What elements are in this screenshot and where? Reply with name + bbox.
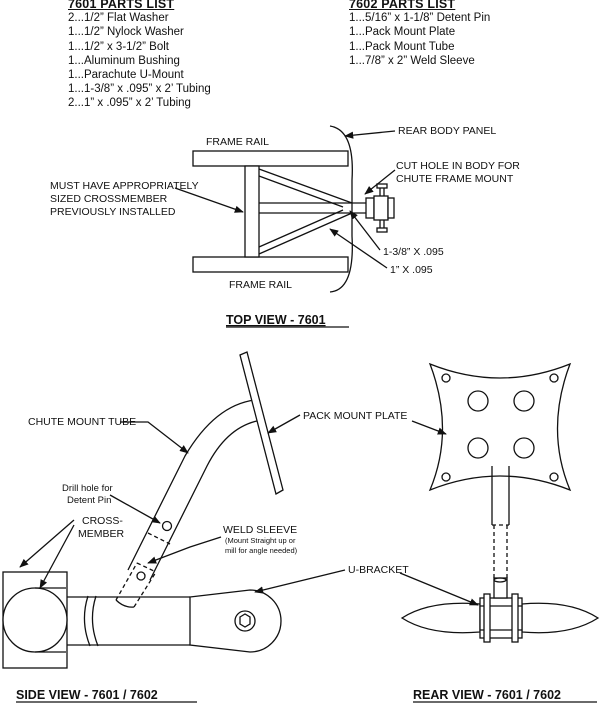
- tube-large-label: 1-3/8” X .095: [383, 246, 444, 258]
- rear-u-bracket-left: [400, 602, 481, 634]
- u-mount-top: [365, 197, 375, 219]
- parts-list-7601: 7601 PARTS LIST 2...1/2” Flat Washer 1..…: [68, 0, 211, 111]
- rear-body-panel-label: REAR BODY PANEL: [398, 125, 496, 137]
- parts-list-item: 1...1-3/8” x .095” x 2’ Tubing: [68, 83, 211, 96]
- brace-tube-top: [258, 168, 353, 204]
- top-view: [174, 125, 396, 293]
- frame-rail-bottom-label: FRAME RAIL: [229, 279, 292, 291]
- side-view-title: SIDE VIEW - 7601 / 7602: [16, 688, 158, 702]
- parts-list-item: 1...Parachute U-Mount: [68, 69, 184, 82]
- crossmember-note-line2: SIZED CROSSMEMBER: [50, 193, 168, 205]
- crossmember-label-line2: MEMBER: [78, 528, 125, 540]
- parts-list-7601-heading: 7601 PARTS LIST: [68, 0, 175, 11]
- parts-list-item: 2...1/2” Flat Washer: [68, 12, 169, 25]
- weld-sleeve-note-line1: (Mount Straight up or: [225, 536, 296, 545]
- parts-list-item: 1...1/2” Nylock Washer: [68, 26, 184, 39]
- parts-list-7602: 7602 PARTS LIST 1...5/16” x 1-1/8” Deten…: [349, 0, 490, 68]
- u-bracket-label: U-BRACKET: [348, 564, 409, 576]
- parts-list-item: 1...5/16” x 1-1/8” Detent Pin: [349, 12, 491, 25]
- parts-list-item: 1...7/8” x 2” Weld Sleeve: [349, 54, 475, 67]
- parts-list-item: 2...1” x .095” x 2’ Tubing: [68, 97, 191, 110]
- chute-mount-tube-label: CHUTE MOUNT TUBE: [28, 416, 136, 428]
- rear-pack-mount-plate: [428, 362, 572, 492]
- tube-small-label: 1” X .095: [390, 264, 433, 276]
- parts-list-7602-heading: 7602 PARTS LIST: [349, 0, 456, 11]
- parts-list-item: 1...Pack Mount Tube: [349, 40, 455, 53]
- rear-body-panel: [329, 125, 353, 293]
- crossmember-note-line1: MUST HAVE APPROPRIATELY: [50, 180, 199, 192]
- frame-rail-bottom: [192, 256, 349, 273]
- frame-rail-top: [192, 150, 349, 167]
- crossmember-top: [244, 165, 260, 258]
- crossmember-label-line1: CROSS-: [82, 515, 123, 527]
- crossmember-note-line3: PREVIOUSLY INSTALLED: [50, 206, 176, 218]
- weld-sleeve: [115, 562, 138, 601]
- drill-hole-label-line1: Drill hole for: [62, 483, 113, 494]
- parts-list-item: 1...1/2” x 3-1/2” Bolt: [68, 40, 169, 53]
- side-view: [2, 351, 346, 669]
- pack-mount-plate: [239, 351, 284, 495]
- drill-hole-label-line2: Detent Pin: [67, 495, 111, 506]
- cut-hole-label-line1: CUT HOLE IN BODY FOR: [396, 160, 520, 172]
- parts-list-item: 1...Pack Mount Plate: [349, 26, 456, 39]
- weld-sleeve-note-line2: mill for angle needed): [225, 546, 298, 555]
- crossmember-round: [2, 587, 68, 653]
- pack-mount-plate-label: PACK MOUNT PLATE: [303, 410, 407, 422]
- weld-sleeve-label: WELD SLEEVE: [223, 524, 297, 536]
- top-view-title: TOP VIEW - 7601: [226, 313, 326, 327]
- chute-mount-tube: [127, 399, 256, 571]
- rear-view: [399, 362, 600, 643]
- brace-tube-bottom: [258, 212, 353, 255]
- rear-u-bracket-right: [521, 602, 600, 634]
- frame-rail-top-label: FRAME RAIL: [206, 136, 269, 148]
- rear-view-title: REAR VIEW - 7601 / 7602: [413, 688, 561, 702]
- parts-list-item: 1...Aluminum Bushing: [68, 54, 180, 67]
- cut-hole-label-line2: CHUTE FRAME MOUNT: [396, 173, 514, 185]
